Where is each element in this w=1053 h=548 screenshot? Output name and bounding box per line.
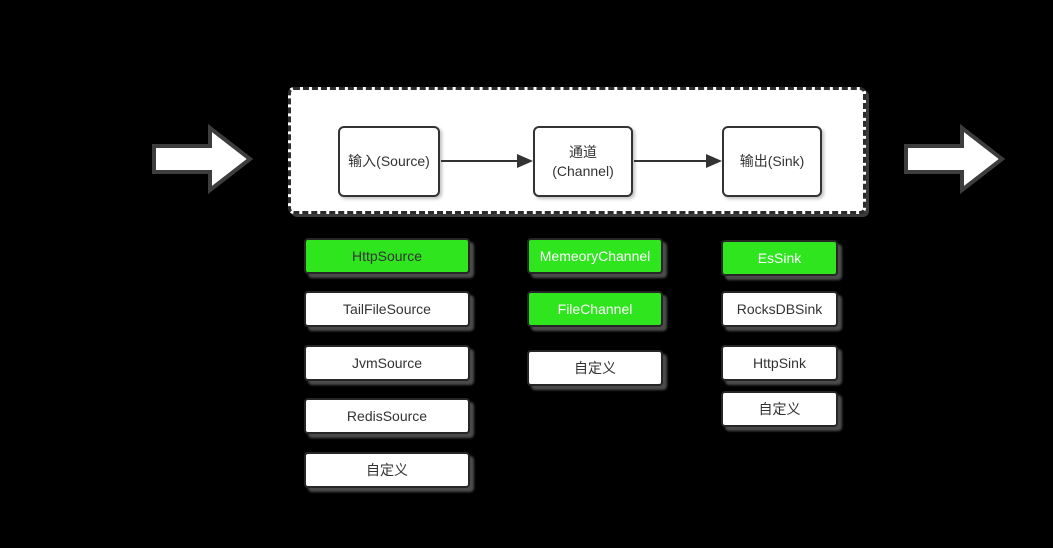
source-item-custom: 自定义: [304, 452, 470, 488]
source-item-label: JvmSource: [351, 355, 423, 371]
source-item-label: RedisSource: [346, 408, 428, 424]
sink-item-custom: 自定义: [721, 391, 838, 427]
channel-item-memeorychannel: MemeoryChannel: [527, 238, 663, 274]
channel-item-custom: 自定义: [527, 350, 663, 386]
channel-item-label: 自定义: [574, 360, 616, 376]
sink-item-label: EsSink: [757, 250, 802, 266]
node-source-label: 输入(Source): [348, 153, 430, 170]
node-source: 输入(Source): [338, 126, 440, 197]
source-item-jvmsource: JvmSource: [304, 345, 470, 381]
sink-item-essink: EsSink: [721, 240, 838, 276]
node-channel-label-line1: 通道: [569, 143, 597, 160]
source-item-tailfilesource: TailFileSource: [304, 291, 470, 327]
flow-input-arrow-icon: [152, 123, 254, 195]
source-item-label: 自定义: [366, 462, 408, 478]
sink-item-label: RocksDBSink: [736, 301, 823, 317]
flow-output-arrow-icon: [904, 123, 1006, 195]
channel-item-filechannel: FileChannel: [527, 291, 663, 327]
sink-item-label: HttpSink: [753, 355, 806, 371]
node-sink-label: 输出(Sink): [739, 153, 805, 170]
sink-item-httpsink: HttpSink: [721, 345, 838, 381]
node-sink: 输出(Sink): [722, 126, 822, 197]
node-channel-label-line2: (Channel): [552, 162, 614, 179]
sink-item-label: 自定义: [758, 401, 801, 417]
connector-arrow-icon: [441, 154, 533, 168]
channel-item-label: FileChannel: [557, 301, 633, 317]
channel-item-label: MemeoryChannel: [539, 248, 651, 264]
sink-item-rocksdbsink: RocksDBSink: [721, 291, 838, 327]
source-item-httpsource: HttpSource: [304, 238, 470, 274]
source-item-label: TailFileSource: [343, 301, 431, 317]
source-item-label: HttpSource: [351, 248, 423, 264]
source-item-redissource: RedisSource: [304, 398, 470, 434]
connector-arrow-icon: [634, 154, 722, 168]
node-channel: 通道 (Channel): [533, 126, 633, 197]
